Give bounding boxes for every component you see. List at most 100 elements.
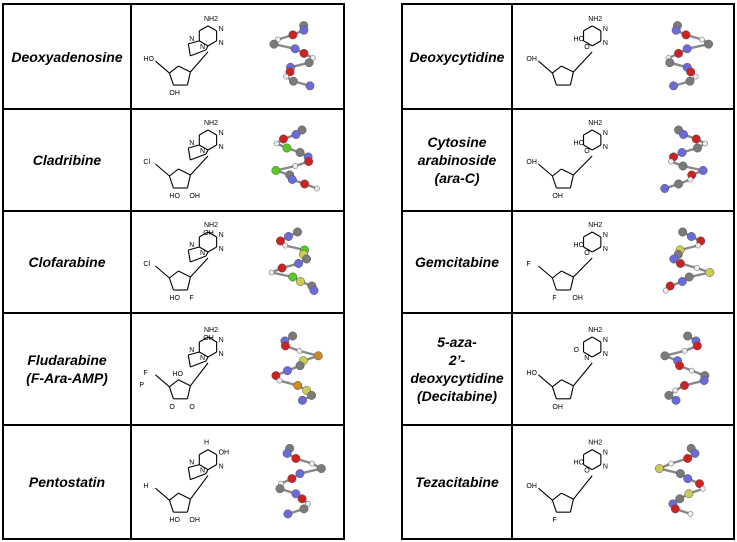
compound-name: 5-aza- 2’-deoxycytidine (Decitabine) bbox=[410, 334, 504, 404]
compound-name: Fludarabine (F-Ara-AMP) bbox=[26, 352, 108, 386]
atom-ball bbox=[275, 236, 285, 246]
name-cell: Fludarabine (F-Ara-AMP) bbox=[4, 314, 132, 424]
atom-label: N bbox=[200, 355, 205, 362]
atom-label: N bbox=[219, 246, 224, 253]
atom-label: N bbox=[584, 355, 589, 362]
atom-ball bbox=[672, 387, 679, 394]
compound-name: Tezacitabine bbox=[415, 474, 499, 490]
atom-label: O bbox=[584, 44, 590, 51]
atom-label: HO bbox=[526, 370, 537, 377]
atom-ball bbox=[671, 395, 681, 405]
atom-ball bbox=[280, 341, 290, 351]
atom-ball bbox=[687, 176, 694, 183]
atom-label: HO bbox=[574, 140, 585, 147]
atom-ball bbox=[297, 395, 307, 405]
atom-label: F bbox=[189, 295, 193, 302]
skeletal-formula bbox=[155, 25, 218, 86]
atom-ball bbox=[681, 30, 691, 40]
atom-label: NH2 bbox=[588, 327, 602, 334]
atom-ball bbox=[660, 351, 670, 361]
atom-label: OH bbox=[552, 193, 563, 200]
ball-and-stick-model bbox=[660, 125, 708, 193]
atom-label: OH bbox=[526, 56, 537, 63]
atom-label: NH2 bbox=[588, 16, 602, 23]
atom-label: NH2 bbox=[204, 120, 218, 127]
atom-label: N bbox=[219, 40, 224, 47]
atom-label: N bbox=[603, 26, 608, 33]
atom-ball bbox=[665, 281, 675, 291]
atom-ball bbox=[305, 500, 311, 507]
atom-ball bbox=[305, 81, 315, 91]
atom-label: N bbox=[603, 232, 608, 239]
name-cell: Gemcitabine bbox=[403, 212, 513, 312]
atom-label: NH2 bbox=[204, 327, 218, 334]
ball-and-stick-model bbox=[662, 227, 715, 294]
atom-label: N bbox=[603, 130, 608, 137]
atom-label: P bbox=[139, 382, 144, 389]
atom-ball bbox=[293, 227, 303, 237]
atom-ball bbox=[691, 134, 701, 144]
atom-label: HO bbox=[574, 242, 585, 249]
atom-ball bbox=[288, 76, 298, 86]
atom-label: HO bbox=[574, 460, 585, 467]
atom-ball bbox=[686, 232, 696, 241]
atom-ball bbox=[291, 489, 301, 499]
atom-ball bbox=[285, 67, 295, 77]
atom-ball bbox=[288, 30, 298, 40]
skeletal-formula bbox=[538, 449, 602, 513]
atom-ball bbox=[660, 184, 670, 193]
atom-ball bbox=[299, 48, 309, 58]
atom-ball bbox=[277, 263, 287, 273]
atom-ball bbox=[314, 185, 320, 192]
skeletal-formula bbox=[155, 336, 218, 400]
atom-ball bbox=[295, 361, 305, 371]
atom-ball bbox=[686, 67, 696, 77]
atom-ball bbox=[702, 140, 708, 147]
atom-label: OH bbox=[526, 159, 537, 166]
atom-label: N bbox=[603, 464, 608, 471]
name-cell: 5-aza- 2’-deoxycytidine (Decitabine) bbox=[403, 314, 513, 424]
atom-label: NH2 bbox=[588, 222, 602, 229]
atom-ball bbox=[688, 367, 695, 374]
atom-ball bbox=[316, 464, 326, 474]
atom-ball bbox=[678, 161, 688, 171]
atom-label: O bbox=[169, 404, 175, 411]
skeletal-formula bbox=[155, 231, 218, 291]
atom-ball bbox=[296, 348, 303, 354]
atom-ball bbox=[273, 140, 280, 147]
atom-label: N bbox=[200, 250, 205, 257]
atom-ball bbox=[294, 259, 303, 268]
atom-ball bbox=[665, 58, 675, 68]
atom-label: OH bbox=[526, 483, 537, 490]
atom-ball bbox=[269, 39, 279, 49]
atom-label: N bbox=[219, 464, 224, 471]
atom-ball bbox=[309, 460, 316, 467]
atom-ball bbox=[268, 269, 275, 276]
ball-and-stick-model bbox=[271, 125, 320, 192]
ball-and-stick-model bbox=[269, 21, 316, 91]
ball-and-stick-model bbox=[660, 331, 710, 405]
atom-label: N bbox=[200, 44, 205, 51]
atom-ball bbox=[292, 163, 299, 169]
atom-label: HO bbox=[169, 295, 180, 302]
atom-label: N bbox=[603, 144, 608, 151]
atom-label: HO bbox=[143, 56, 154, 63]
atom-ball bbox=[677, 148, 687, 157]
ball-and-stick-model bbox=[654, 443, 706, 517]
atom-ball bbox=[283, 73, 290, 80]
atom-label: N bbox=[219, 26, 224, 33]
atom-ball bbox=[276, 377, 283, 384]
